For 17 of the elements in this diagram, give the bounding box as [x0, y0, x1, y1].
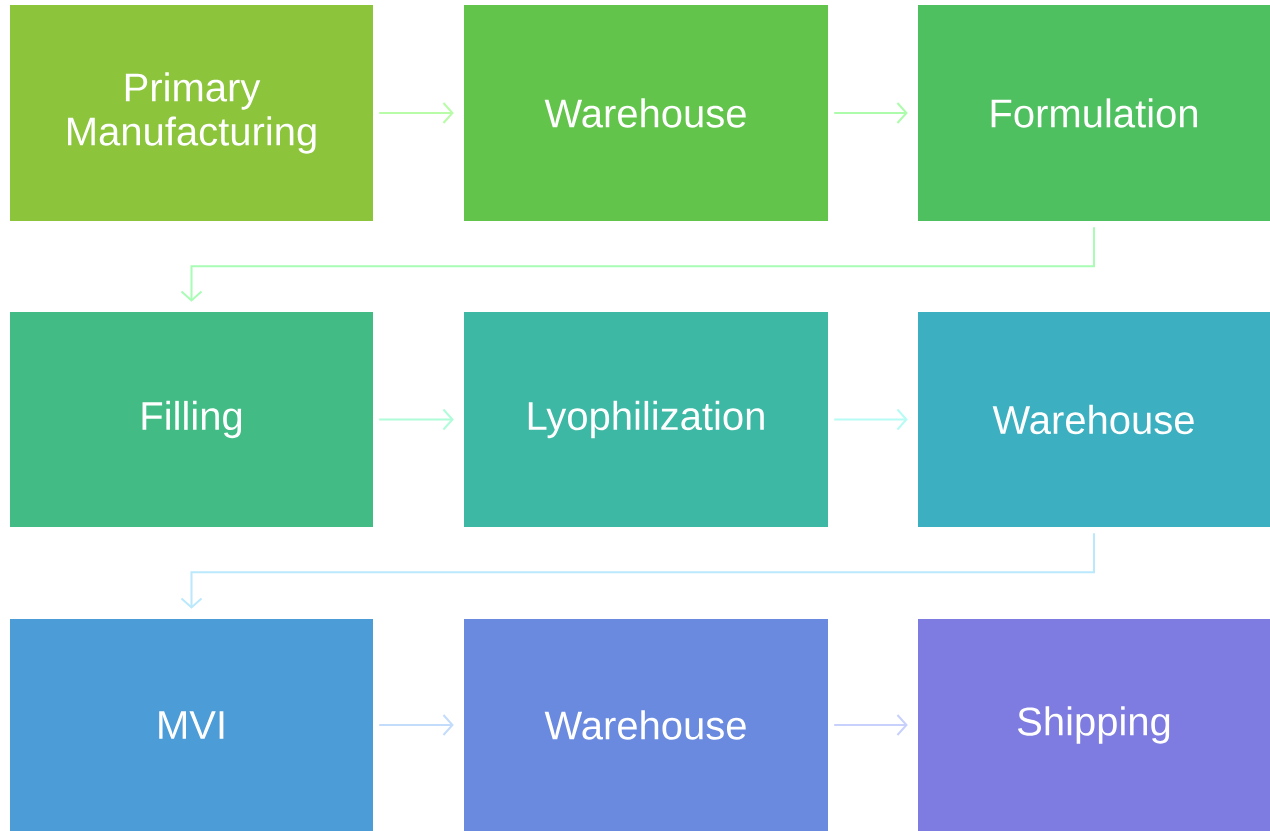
arrow [833, 102, 908, 124]
arrow [833, 408, 908, 431]
arrow [180, 532, 1095, 609]
process-box: Primary Manufacturing [10, 5, 373, 221]
process-box: Warehouse [464, 5, 828, 221]
process-box: Warehouse [464, 619, 828, 831]
process-box: Formulation [918, 5, 1270, 221]
arrow [833, 714, 908, 736]
arrow [378, 102, 454, 124]
arrow [378, 408, 454, 431]
process-box: Warehouse [918, 312, 1270, 527]
process-box: Filling [10, 312, 373, 527]
arrow [180, 226, 1095, 302]
process-box: Shipping [918, 619, 1270, 831]
process-box: MVI [10, 619, 373, 831]
arrow [378, 714, 454, 736]
process-box: Lyophilization [464, 312, 828, 527]
